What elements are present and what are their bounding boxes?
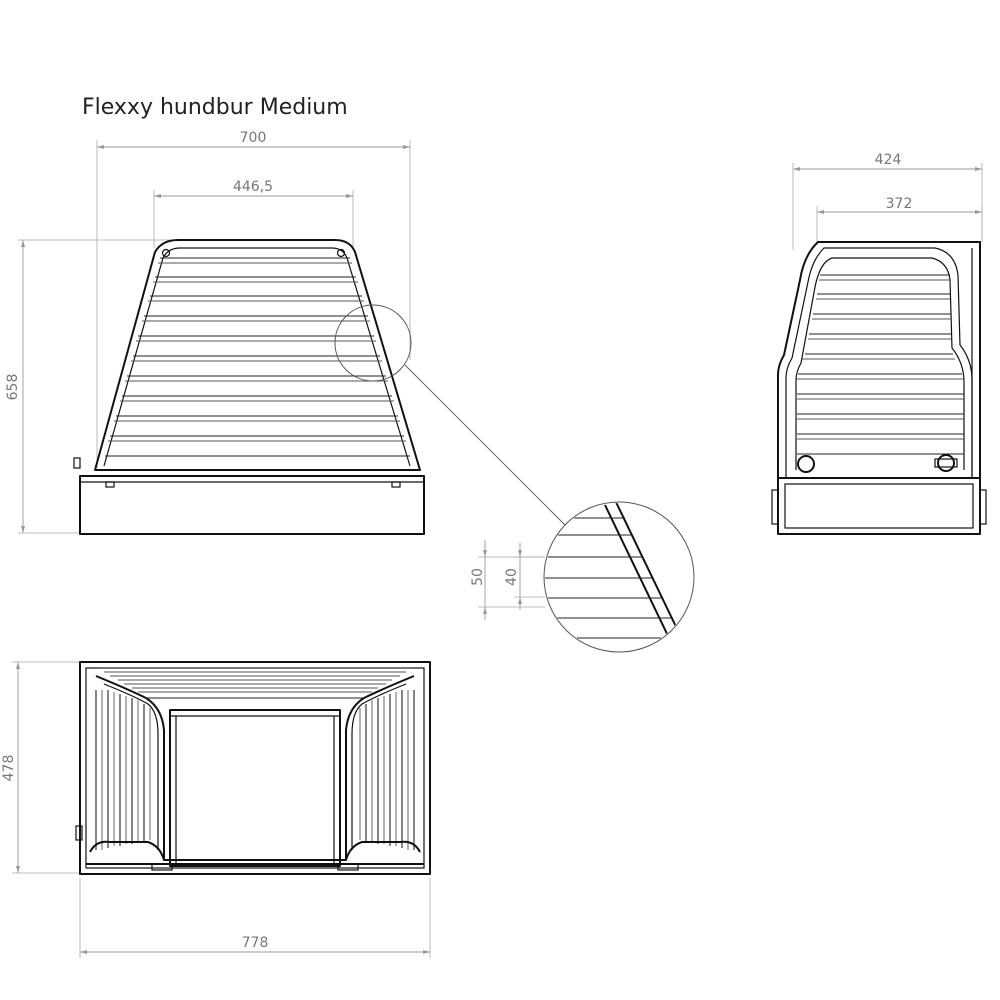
- top-latch: [75, 825, 83, 841]
- dimension-detail-gap: 40: [504, 543, 545, 610]
- dimension-side-depth-inner: 372: [816, 196, 983, 245]
- top-front-tube: [89, 840, 421, 861]
- side-latch-left: [771, 489, 779, 525]
- side-base-inner: [784, 483, 974, 529]
- detail-marker-circle: [334, 304, 412, 382]
- side-frame-mid: [785, 247, 973, 478]
- detail-leader-line: [404, 364, 566, 526]
- side-latch-right: [979, 489, 987, 525]
- side-frame-outer: [777, 241, 981, 478]
- detail-circle: [543, 501, 695, 653]
- front-bolt-left: [161, 248, 171, 258]
- side-slats: [797, 274, 964, 455]
- dimension-top-width: 778: [79, 878, 431, 958]
- top-view: 478 778: [1, 661, 431, 958]
- dimension-front-height: 658: [5, 239, 170, 534]
- front-latch: [73, 457, 81, 469]
- top-outer-shell: [79, 661, 431, 875]
- dimension-label-40: 40: [504, 568, 520, 586]
- top-right-side-slats: [359, 690, 415, 850]
- dimension-front-width-total: 700: [96, 130, 411, 468]
- top-left-side-slats: [95, 690, 151, 850]
- front-view: 700 446,5 658: [5, 130, 566, 535]
- dimension-label-446-5: 446,5: [233, 179, 273, 195]
- top-frame-left-tube-inner: [103, 683, 159, 850]
- top-foot-left: [151, 863, 173, 871]
- dimension-front-width-top: 446,5: [153, 179, 354, 248]
- side-knob-left: [797, 455, 815, 473]
- front-bolt-right: [336, 248, 346, 258]
- detail-view: 50 40: [470, 501, 695, 653]
- front-slats: [105, 257, 410, 457]
- dimension-label-372: 372: [886, 196, 913, 212]
- front-clip-right: [391, 481, 401, 488]
- side-frame-inner: [795, 257, 965, 470]
- dimension-label-778: 778: [242, 935, 269, 951]
- front-frame-outer: [94, 239, 421, 471]
- top-frame-right-tube: [345, 675, 415, 860]
- front-clip-left: [105, 481, 115, 488]
- side-knob-right: [937, 454, 955, 472]
- side-base-box: [777, 477, 981, 535]
- top-foot-right: [337, 863, 359, 871]
- dimension-label-658: 658: [5, 374, 21, 401]
- dimension-label-700: 700: [240, 130, 267, 146]
- dimension-side-depth-total: 424: [792, 152, 983, 250]
- drawing-title: Flexxy hundbur Medium: [82, 95, 348, 120]
- front-base-box: [79, 475, 425, 535]
- dimension-label-478: 478: [1, 755, 17, 782]
- top-frame-left-tube: [95, 675, 165, 860]
- dimension-top-depth: 478: [1, 661, 82, 874]
- top-roof-slats: [100, 667, 410, 699]
- side-view: 424 372: [771, 152, 987, 535]
- top-center-opening: [169, 709, 341, 867]
- dimension-label-424: 424: [875, 152, 902, 168]
- dimension-label-50: 50: [470, 568, 486, 586]
- top-frame-right-tube-inner: [351, 683, 407, 850]
- side-knob-handle: [934, 458, 958, 468]
